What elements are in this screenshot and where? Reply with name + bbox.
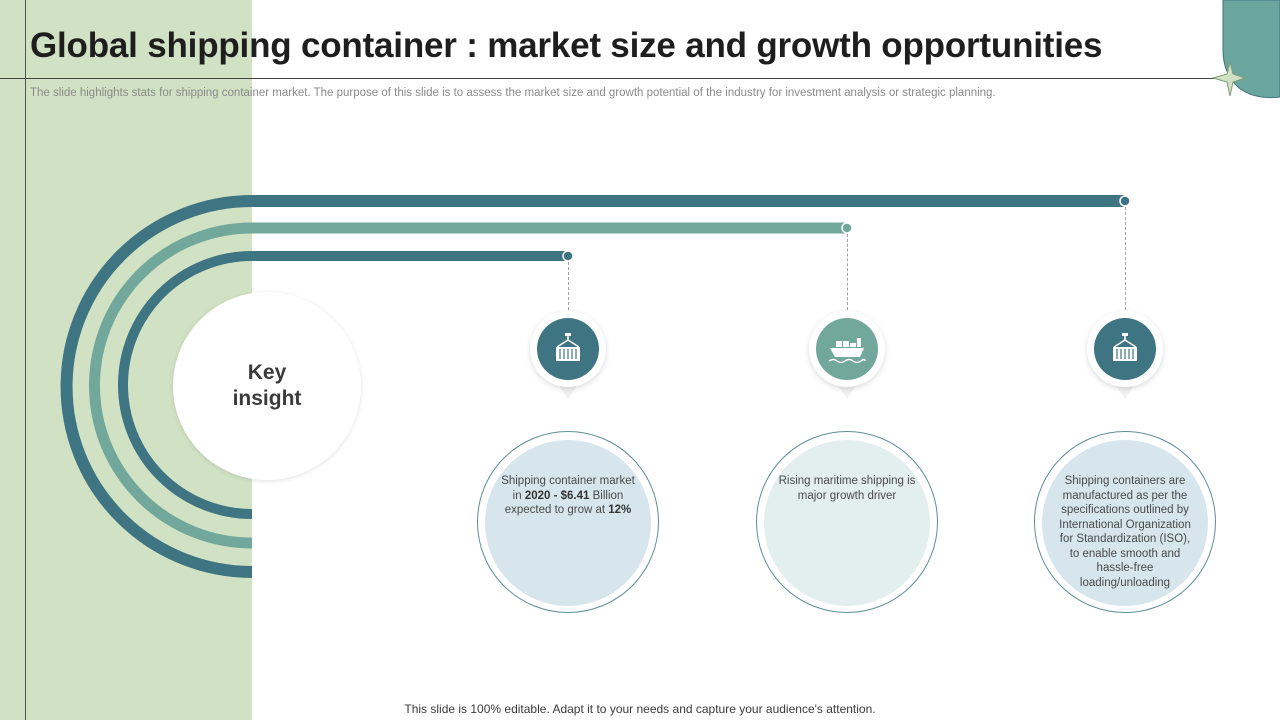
- key-insight-label: Key insight: [232, 361, 302, 410]
- middle-arc-line: [89, 222, 846, 549]
- cargo-ship-icon: [828, 338, 866, 364]
- pin-marker-3: [1087, 311, 1163, 407]
- pin-marker-1: [530, 311, 606, 407]
- slide-footer-note: This slide is 100% editable. Adapt it to…: [404, 702, 876, 716]
- connector-2: [847, 234, 848, 310]
- outer-arc-line: [60, 195, 1124, 578]
- connector-3: [1125, 207, 1126, 310]
- sparkle-icon: [1211, 61, 1247, 97]
- inner-line-end-dot: [562, 250, 574, 262]
- slide-title: Global shipping container : market size …: [30, 26, 1103, 65]
- insight-circle-3: Shipping containers are manufactured as …: [1034, 431, 1216, 613]
- insight-circle-1: Shipping container market in 2020 - $6.4…: [477, 431, 659, 613]
- connector-1: [568, 262, 569, 310]
- insight-text-2: Rising maritime shipping is major growth…: [778, 475, 916, 502]
- pin-marker-2: [809, 311, 885, 407]
- corner-decoration: [1211, 0, 1280, 99]
- left-vertical-rule: [25, 0, 26, 720]
- slide-subtitle: The slide highlights stats for shipping …: [30, 87, 996, 99]
- insight-circle-2: Rising maritime shipping is major growth…: [756, 431, 938, 613]
- middle-line-end-dot: [841, 222, 853, 234]
- container-crane-icon: [556, 333, 580, 361]
- key-insight-circle: Key insight: [173, 292, 361, 480]
- container-crane-icon: [1113, 333, 1137, 361]
- insight-text-3: Shipping containers are manufactured as …: [1059, 475, 1191, 589]
- title-underline: [0, 78, 1240, 79]
- outer-line-end-dot: [1119, 195, 1131, 207]
- insight-text-1: Shipping container market in 2020 - $6.4…: [501, 475, 635, 516]
- inner-arc-line: [118, 251, 568, 519]
